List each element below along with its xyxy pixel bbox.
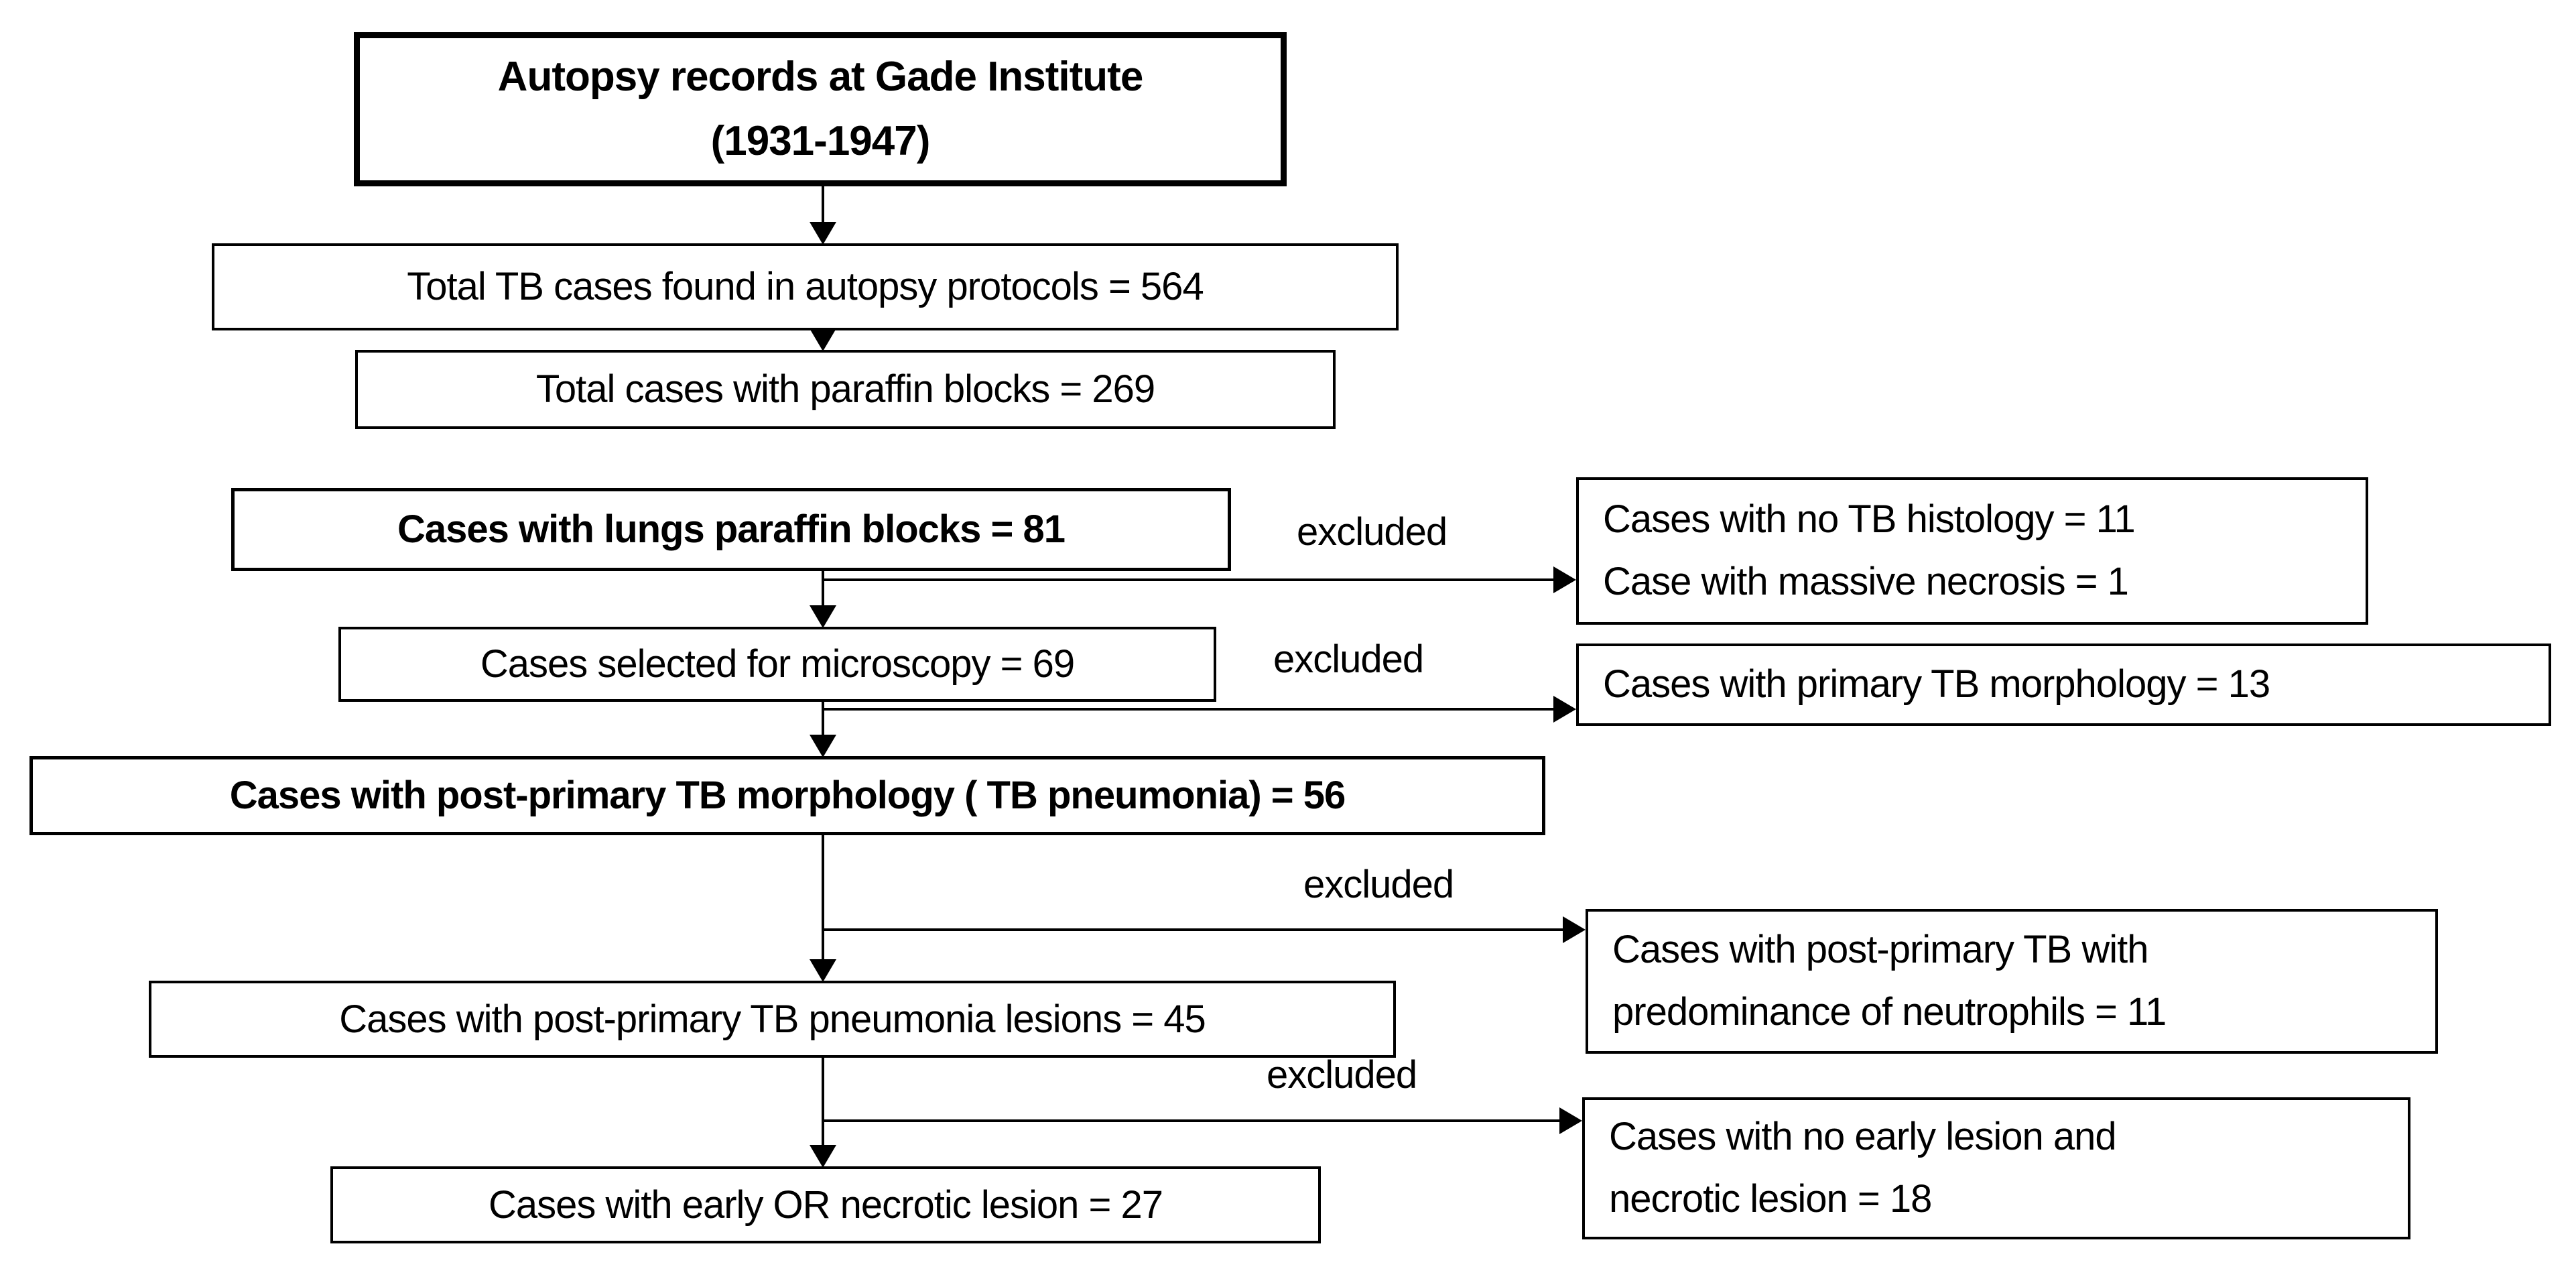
arrowhead-right-1-icon [1553, 566, 1576, 593]
box-pneumonia-lesions: Cases with post-primary TB pneumonia les… [149, 981, 1396, 1058]
box-paraffin-blocks: Total cases with paraffin blocks = 269 [355, 350, 1336, 429]
arrowhead-down-5-icon [810, 959, 836, 982]
box-pneumonia-lesions-text: Cases with post-primary TB pneumonia les… [339, 997, 1206, 1041]
box-excluded-neutrophil-predominance: Cases with post-primary TB with predomin… [1586, 909, 2438, 1054]
box-excluded-no-early-lesion: Cases with no early lesion and necrotic … [1582, 1097, 2410, 1239]
connector-lesions-to-early [822, 1058, 824, 1146]
box-excluded-no-early-lesion-line1: Cases with no early lesion and [1609, 1115, 2117, 1159]
arrowhead-right-4-icon [1559, 1107, 1582, 1134]
box-early-or-necrotic-text: Cases with early OR necrotic lesion = 27 [488, 1182, 1163, 1227]
arrowhead-right-3-icon [1563, 916, 1586, 943]
box-excluded-no-early-lesion-line2: necrotic lesion = 18 [1609, 1177, 1932, 1221]
box-early-or-necrotic: Cases with early OR necrotic lesion = 27 [330, 1166, 1321, 1243]
connector-branch-primary-morphology [822, 708, 1553, 711]
arrowhead-down-2-icon [810, 328, 836, 351]
connector-branch-no-early-lesion [822, 1119, 1559, 1122]
excluded-label-3: excluded [1303, 863, 1454, 906]
box-excluded-no-tb-histology-line1: Cases with no TB histology = 11 [1603, 497, 2136, 542]
excluded-label-2: excluded [1273, 637, 1424, 681]
box-autopsy-records: Autopsy records at Gade Institute (1931-… [354, 32, 1287, 186]
box-excluded-neutrophil-predominance-line1: Cases with post-primary TB with [1612, 928, 2148, 972]
box-total-tb-cases: Total TB cases found in autopsy protocol… [212, 243, 1399, 330]
excluded-label-1: excluded [1297, 510, 1447, 554]
excluded-label-4: excluded [1267, 1053, 1417, 1097]
box-lungs-paraffin-blocks: Cases with lungs paraffin blocks = 81 [231, 488, 1231, 571]
box-excluded-neutrophil-predominance-line2: predominance of neutrophils = 11 [1612, 990, 2167, 1034]
arrowhead-down-1-icon [810, 222, 836, 245]
box-total-tb-cases-text: Total TB cases found in autopsy protocol… [407, 265, 1204, 309]
box-excluded-no-tb-histology: Cases with no TB histology = 11 Case wit… [1576, 477, 2368, 625]
box-post-primary-morphology-text: Cases with post-primary TB morphology ( … [229, 774, 1346, 818]
box-autopsy-records-line2: (1931-1947) [710, 118, 931, 164]
connector-title-to-total [822, 186, 824, 225]
box-post-primary-morphology: Cases with post-primary TB morphology ( … [29, 756, 1545, 835]
box-excluded-no-tb-histology-line2: Case with massive necrosis = 1 [1603, 560, 2129, 603]
connector-microscopy-to-postprimary [822, 702, 824, 737]
arrowhead-down-4-icon [810, 735, 836, 757]
box-autopsy-records-line1: Autopsy records at Gade Institute [497, 53, 1144, 100]
box-excluded-primary-tb-morphology: Cases with primary TB morphology = 13 [1576, 644, 2551, 726]
connector-branch-no-tb-histology [822, 578, 1553, 581]
box-paraffin-blocks-text: Total cases with paraffin blocks = 269 [535, 367, 1155, 412]
box-selected-microscopy: Cases selected for microscopy = 69 [338, 627, 1216, 702]
box-lungs-paraffin-blocks-text: Cases with lungs paraffin blocks = 81 [397, 507, 1066, 552]
arrowhead-down-3-icon [810, 605, 836, 628]
arrowhead-down-6-icon [810, 1145, 836, 1168]
box-excluded-primary-tb-morphology-line1: Cases with primary TB morphology = 13 [1603, 662, 2270, 707]
arrowhead-right-2-icon [1553, 696, 1576, 723]
connector-lungs-to-microscopy [822, 571, 824, 609]
connector-branch-neutrophils [822, 928, 1563, 931]
connector-postprimary-to-lesions [822, 835, 824, 962]
box-selected-microscopy-text: Cases selected for microscopy = 69 [480, 642, 1075, 686]
